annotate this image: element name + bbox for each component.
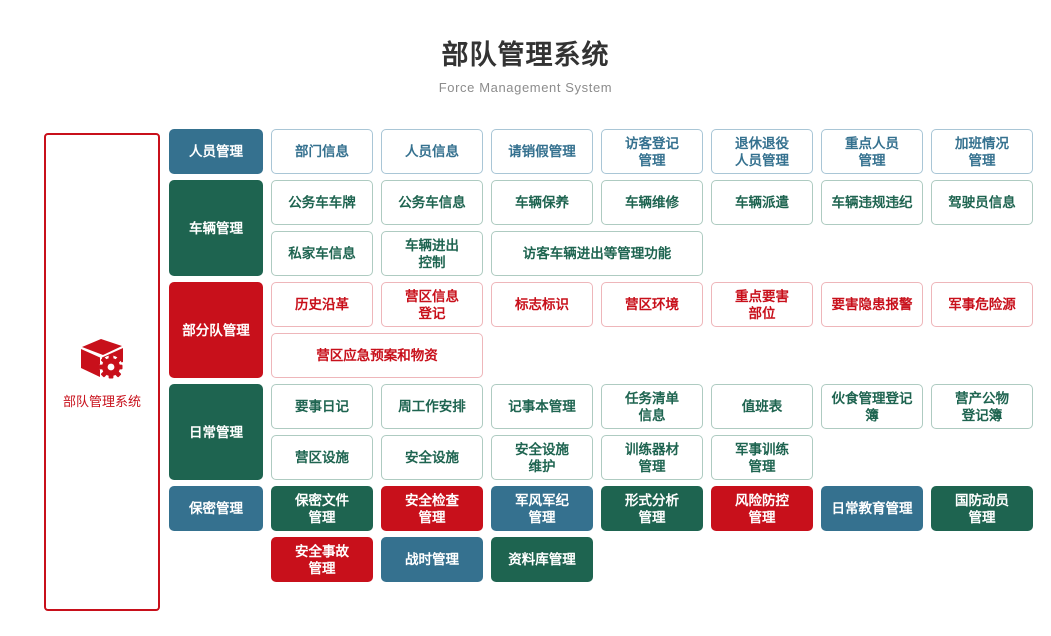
module-cell[interactable]: 形式分析管理	[601, 486, 703, 531]
page-subtitle: Force Management System	[438, 80, 613, 95]
module-cell[interactable]: 风险防控管理	[711, 486, 813, 531]
module-cell[interactable]: 要事日记	[271, 384, 373, 429]
module-cell[interactable]: 访客登记管理	[601, 129, 703, 174]
band-items: 公务车车牌公务车信息车辆保养车辆维修车辆派遣车辆违规违纪驾驶员信息私家车信息车辆…	[271, 180, 1047, 276]
module-cell[interactable]: 请销假管理	[491, 129, 593, 174]
band-label-button[interactable]: 人员管理	[169, 129, 263, 174]
brand-label: 部队管理系统	[62, 394, 141, 409]
module-cell[interactable]: 任务清单信息	[601, 384, 703, 429]
module-cell[interactable]: 车辆违规违纪	[821, 180, 923, 225]
module-cell[interactable]: 营区信息登记	[381, 282, 483, 327]
module-cell[interactable]: 私家车信息	[271, 231, 373, 276]
module-cell[interactable]: 车辆维修	[601, 180, 703, 225]
band-label-button[interactable]: 保密管理	[169, 486, 263, 531]
module-cell[interactable]: 值班表	[711, 384, 813, 429]
brand-panel: 部队管理系统	[44, 133, 160, 611]
module-cell[interactable]: 保密文件管理	[271, 486, 373, 531]
module-cell[interactable]: 资料库管理	[491, 537, 593, 582]
module-band: 车辆管理公务车车牌公务车信息车辆保养车辆维修车辆派遣车辆违规违纪驾驶员信息私家车…	[169, 180, 1047, 276]
module-band: 日常管理要事日记周工作安排记事本管理任务清单信息值班表伙食管理登记簿营产公物登记…	[169, 384, 1047, 480]
module-cell[interactable]: 战时管理	[381, 537, 483, 582]
module-band: 人员管理部门信息人员信息请销假管理访客登记管理退休退役人员管理重点人员管理加班情…	[169, 129, 1047, 174]
band-items: 保密文件管理安全检查管理军风军纪管理形式分析管理风险防控管理日常教育管理国防动员…	[271, 486, 1047, 531]
module-cell[interactable]: 军事训练管理	[711, 435, 813, 480]
module-cell[interactable]: 军事危险源	[931, 282, 1033, 327]
module-cell[interactable]: 营区设施	[271, 435, 373, 480]
module-cell[interactable]: 安全设施	[381, 435, 483, 480]
module-cell[interactable]: 重点人员管理	[821, 129, 923, 174]
module-cell[interactable]: 伙食管理登记簿	[821, 384, 923, 429]
module-cell[interactable]: 重点要害部位	[711, 282, 813, 327]
module-cell[interactable]: 记事本管理	[491, 384, 593, 429]
module-cell[interactable]: 部门信息	[271, 129, 373, 174]
module-cell[interactable]: 周工作安排	[381, 384, 483, 429]
module-cell[interactable]: 公务车信息	[381, 180, 483, 225]
cube-gear-icon	[76, 334, 128, 382]
module-cell[interactable]: 军风军纪管理	[491, 486, 593, 531]
band-items: 安全事故管理战时管理资料库管理	[271, 537, 1047, 582]
module-cell[interactable]: 安全事故管理	[271, 537, 373, 582]
brand-panel-inner: 部队管理系统	[63, 334, 141, 410]
module-cell[interactable]: 退休退役人员管理	[711, 129, 813, 174]
band-label-button[interactable]: 部分队管理	[169, 282, 263, 378]
module-cell[interactable]: 车辆进出控制	[381, 231, 483, 276]
module-cell[interactable]: 日常教育管理	[821, 486, 923, 531]
module-cell[interactable]: 历史沿革	[271, 282, 373, 327]
module-cell[interactable]: 要害隐患报警	[821, 282, 923, 327]
module-cell[interactable]: 安全检查管理	[381, 486, 483, 531]
module-cell[interactable]: 训练器材管理	[601, 435, 703, 480]
page-header: 部队管理系统 Force Management System	[0, 38, 1051, 98]
module-cell[interactable]: 国防动员管理	[931, 486, 1033, 531]
module-cell[interactable]: 营区环境	[601, 282, 703, 327]
module-band: 安全事故管理战时管理资料库管理	[169, 537, 1047, 582]
module-cell[interactable]: 营区应急预案和物资	[271, 333, 483, 378]
module-cell[interactable]: 访客车辆进出等管理功能	[491, 231, 703, 276]
page-title: 部队管理系统	[441, 40, 610, 70]
band-label-button[interactable]: 车辆管理	[169, 180, 263, 276]
module-cell[interactable]: 安全设施维护	[491, 435, 593, 480]
module-cell[interactable]: 人员信息	[381, 129, 483, 174]
module-cell[interactable]: 营产公物登记簿	[931, 384, 1033, 429]
module-band: 部分队管理历史沿革营区信息登记标志标识营区环境重点要害部位要害隐患报警军事危险源…	[169, 282, 1047, 378]
module-band: 保密管理保密文件管理安全检查管理军风军纪管理形式分析管理风险防控管理日常教育管理…	[169, 486, 1047, 531]
module-cell[interactable]: 加班情况管理	[931, 129, 1033, 174]
band-label-button[interactable]: 日常管理	[169, 384, 263, 480]
band-items: 历史沿革营区信息登记标志标识营区环境重点要害部位要害隐患报警军事危险源营区应急预…	[271, 282, 1047, 378]
module-cell[interactable]: 车辆派遣	[711, 180, 813, 225]
module-cell[interactable]: 驾驶员信息	[931, 180, 1033, 225]
module-cell[interactable]: 公务车车牌	[271, 180, 373, 225]
band-items: 部门信息人员信息请销假管理访客登记管理退休退役人员管理重点人员管理加班情况管理	[271, 129, 1047, 174]
module-grid: 人员管理部门信息人员信息请销假管理访客登记管理退休退役人员管理重点人员管理加班情…	[169, 129, 1047, 588]
band-items: 要事日记周工作安排记事本管理任务清单信息值班表伙食管理登记簿营产公物登记簿营区设…	[271, 384, 1047, 480]
module-cell[interactable]: 车辆保养	[491, 180, 593, 225]
module-cell[interactable]: 标志标识	[491, 282, 593, 327]
